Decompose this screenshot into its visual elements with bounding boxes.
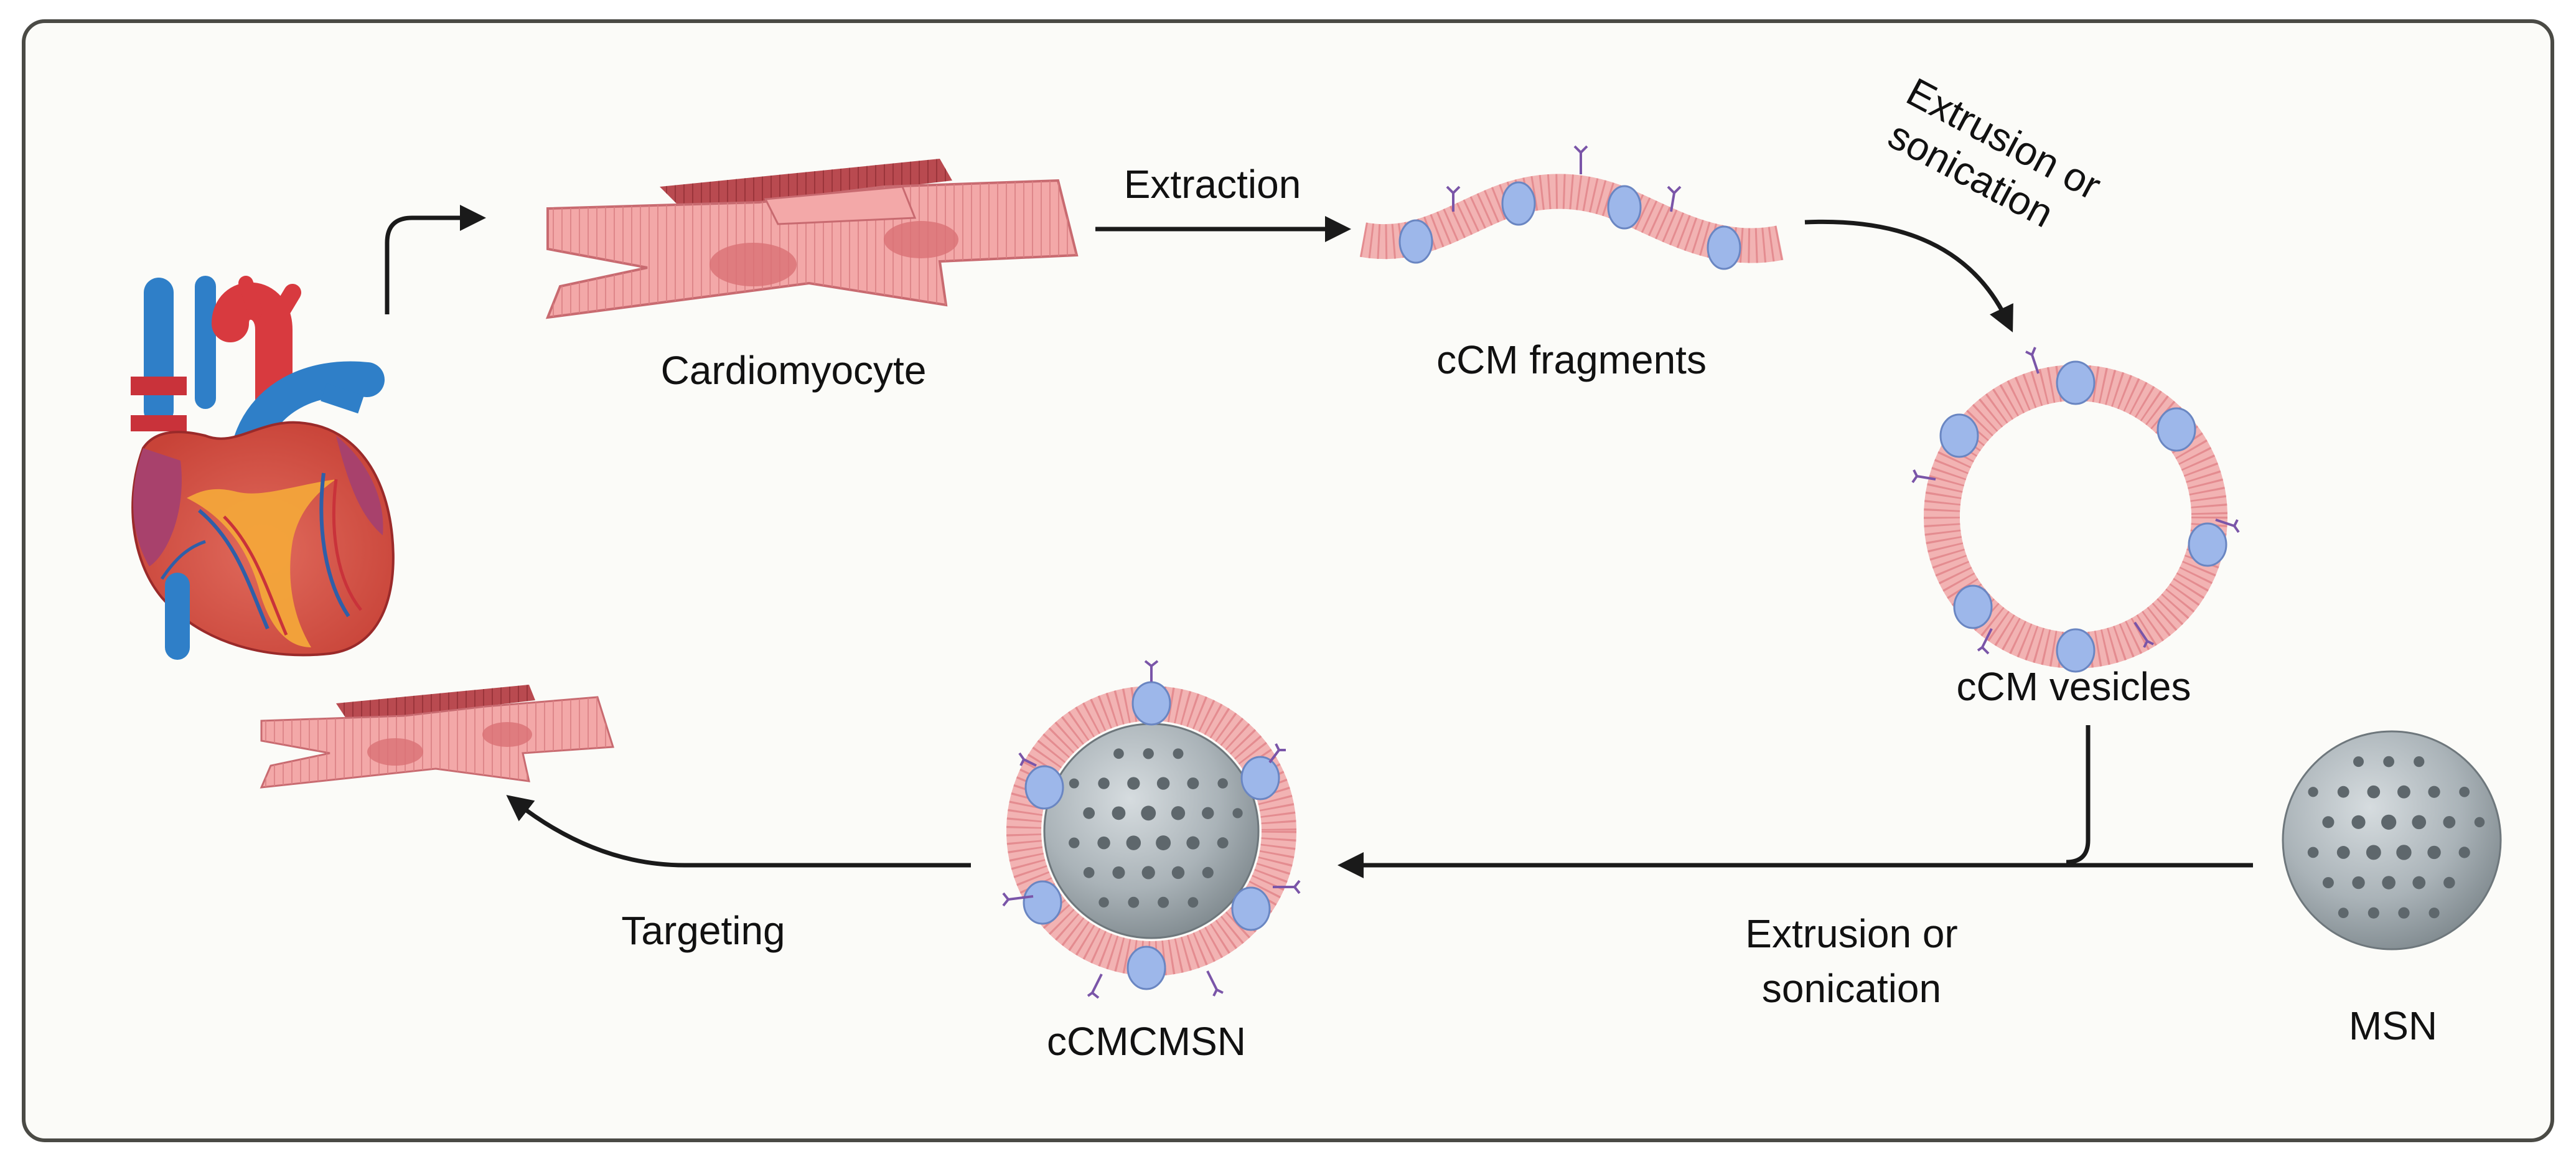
arrow-targeting: [506, 795, 971, 868]
pore: [2412, 876, 2426, 889]
pore: [2352, 876, 2365, 889]
pore: [2353, 756, 2364, 767]
ccm-fragments-label: cCM fragments: [1436, 337, 1707, 382]
pore: [2443, 815, 2456, 828]
pore: [2458, 847, 2470, 858]
pore: [1113, 748, 1124, 759]
pore: [1232, 808, 1243, 819]
pore: [1126, 835, 1141, 850]
pore: [2382, 876, 2396, 889]
membrane-vesicle-icon: [1911, 347, 2240, 673]
pore: [2307, 847, 2319, 858]
pore: [2383, 756, 2394, 767]
pore: [2336, 846, 2350, 859]
pore: [2308, 787, 2318, 797]
pore: [2338, 908, 2349, 919]
pore: [1069, 778, 1079, 789]
pore: [1171, 806, 1186, 820]
pore: [2428, 786, 2440, 798]
pore: [1098, 897, 1109, 908]
pore: [2381, 814, 2397, 830]
pore: [1156, 835, 1171, 851]
pore: [1112, 866, 1125, 879]
pore: [2412, 815, 2427, 830]
pore: [2367, 785, 2381, 799]
ccm-vesicles-label: cCM vesicles: [1957, 664, 2191, 709]
heart-icon: [131, 276, 395, 660]
extrusion-bottom-line1: Extrusion or: [1745, 911, 1957, 956]
cardiomyocyte-label: Cardiomyocyte: [661, 348, 927, 393]
pore: [1187, 897, 1199, 908]
arrow-fragments-to-vesicles: [1804, 219, 2013, 332]
pore: [1069, 837, 1080, 848]
pore: [2398, 907, 2410, 919]
pore: [1217, 778, 1228, 789]
pore: [2322, 816, 2335, 828]
target-cardiomyocyte-icon: [260, 685, 614, 789]
pore: [1098, 777, 1110, 789]
extraction-label: Extraction: [1124, 162, 1301, 207]
pore: [2443, 876, 2455, 889]
pore: [2397, 785, 2410, 799]
ccmcmsn-label: cCMCMSN: [1047, 1019, 1246, 1064]
pore: [1186, 836, 1200, 850]
pore: [2428, 908, 2440, 919]
pore: [1143, 748, 1154, 759]
pore: [1112, 806, 1126, 820]
pore: [2414, 756, 2425, 767]
pore: [2351, 815, 2366, 829]
pore: [2368, 907, 2379, 919]
membrane-fragment-icon: [1359, 145, 1784, 270]
pore: [2337, 786, 2349, 798]
mesoporous-silica-nanoparticle-icon: [2282, 730, 2502, 950]
extrusion-bottom-line2: sonication: [1762, 966, 1941, 1011]
pore: [1171, 866, 1185, 880]
pore: [1156, 777, 1170, 790]
pore: [1083, 867, 1095, 878]
membrane-coated-nanoparticle-icon: [1002, 660, 1301, 999]
connector-vesicles: [2066, 725, 2091, 865]
pore: [1202, 807, 1214, 820]
pore: [2396, 845, 2412, 860]
cardiomyocyte-icon: [545, 159, 1079, 319]
pore: [1217, 837, 1229, 849]
pore: [1127, 777, 1140, 790]
pore: [2366, 845, 2381, 860]
pore: [1173, 748, 1184, 759]
pore: [1141, 866, 1155, 880]
pore: [1158, 896, 1169, 908]
pore: [1083, 807, 1095, 819]
pore: [1128, 896, 1140, 908]
arrow-heart-to-cardiomyocyte: [385, 205, 486, 314]
pore: [1202, 866, 1214, 878]
pore: [2427, 845, 2441, 860]
pore: [2459, 786, 2470, 797]
msn-label: MSN: [2349, 1003, 2437, 1048]
pore: [1187, 777, 1199, 790]
pore: [1141, 805, 1156, 821]
pore: [1097, 836, 1110, 850]
targeting-label: Targeting: [621, 908, 785, 953]
pore: [2474, 817, 2485, 828]
pore: [2322, 877, 2334, 889]
